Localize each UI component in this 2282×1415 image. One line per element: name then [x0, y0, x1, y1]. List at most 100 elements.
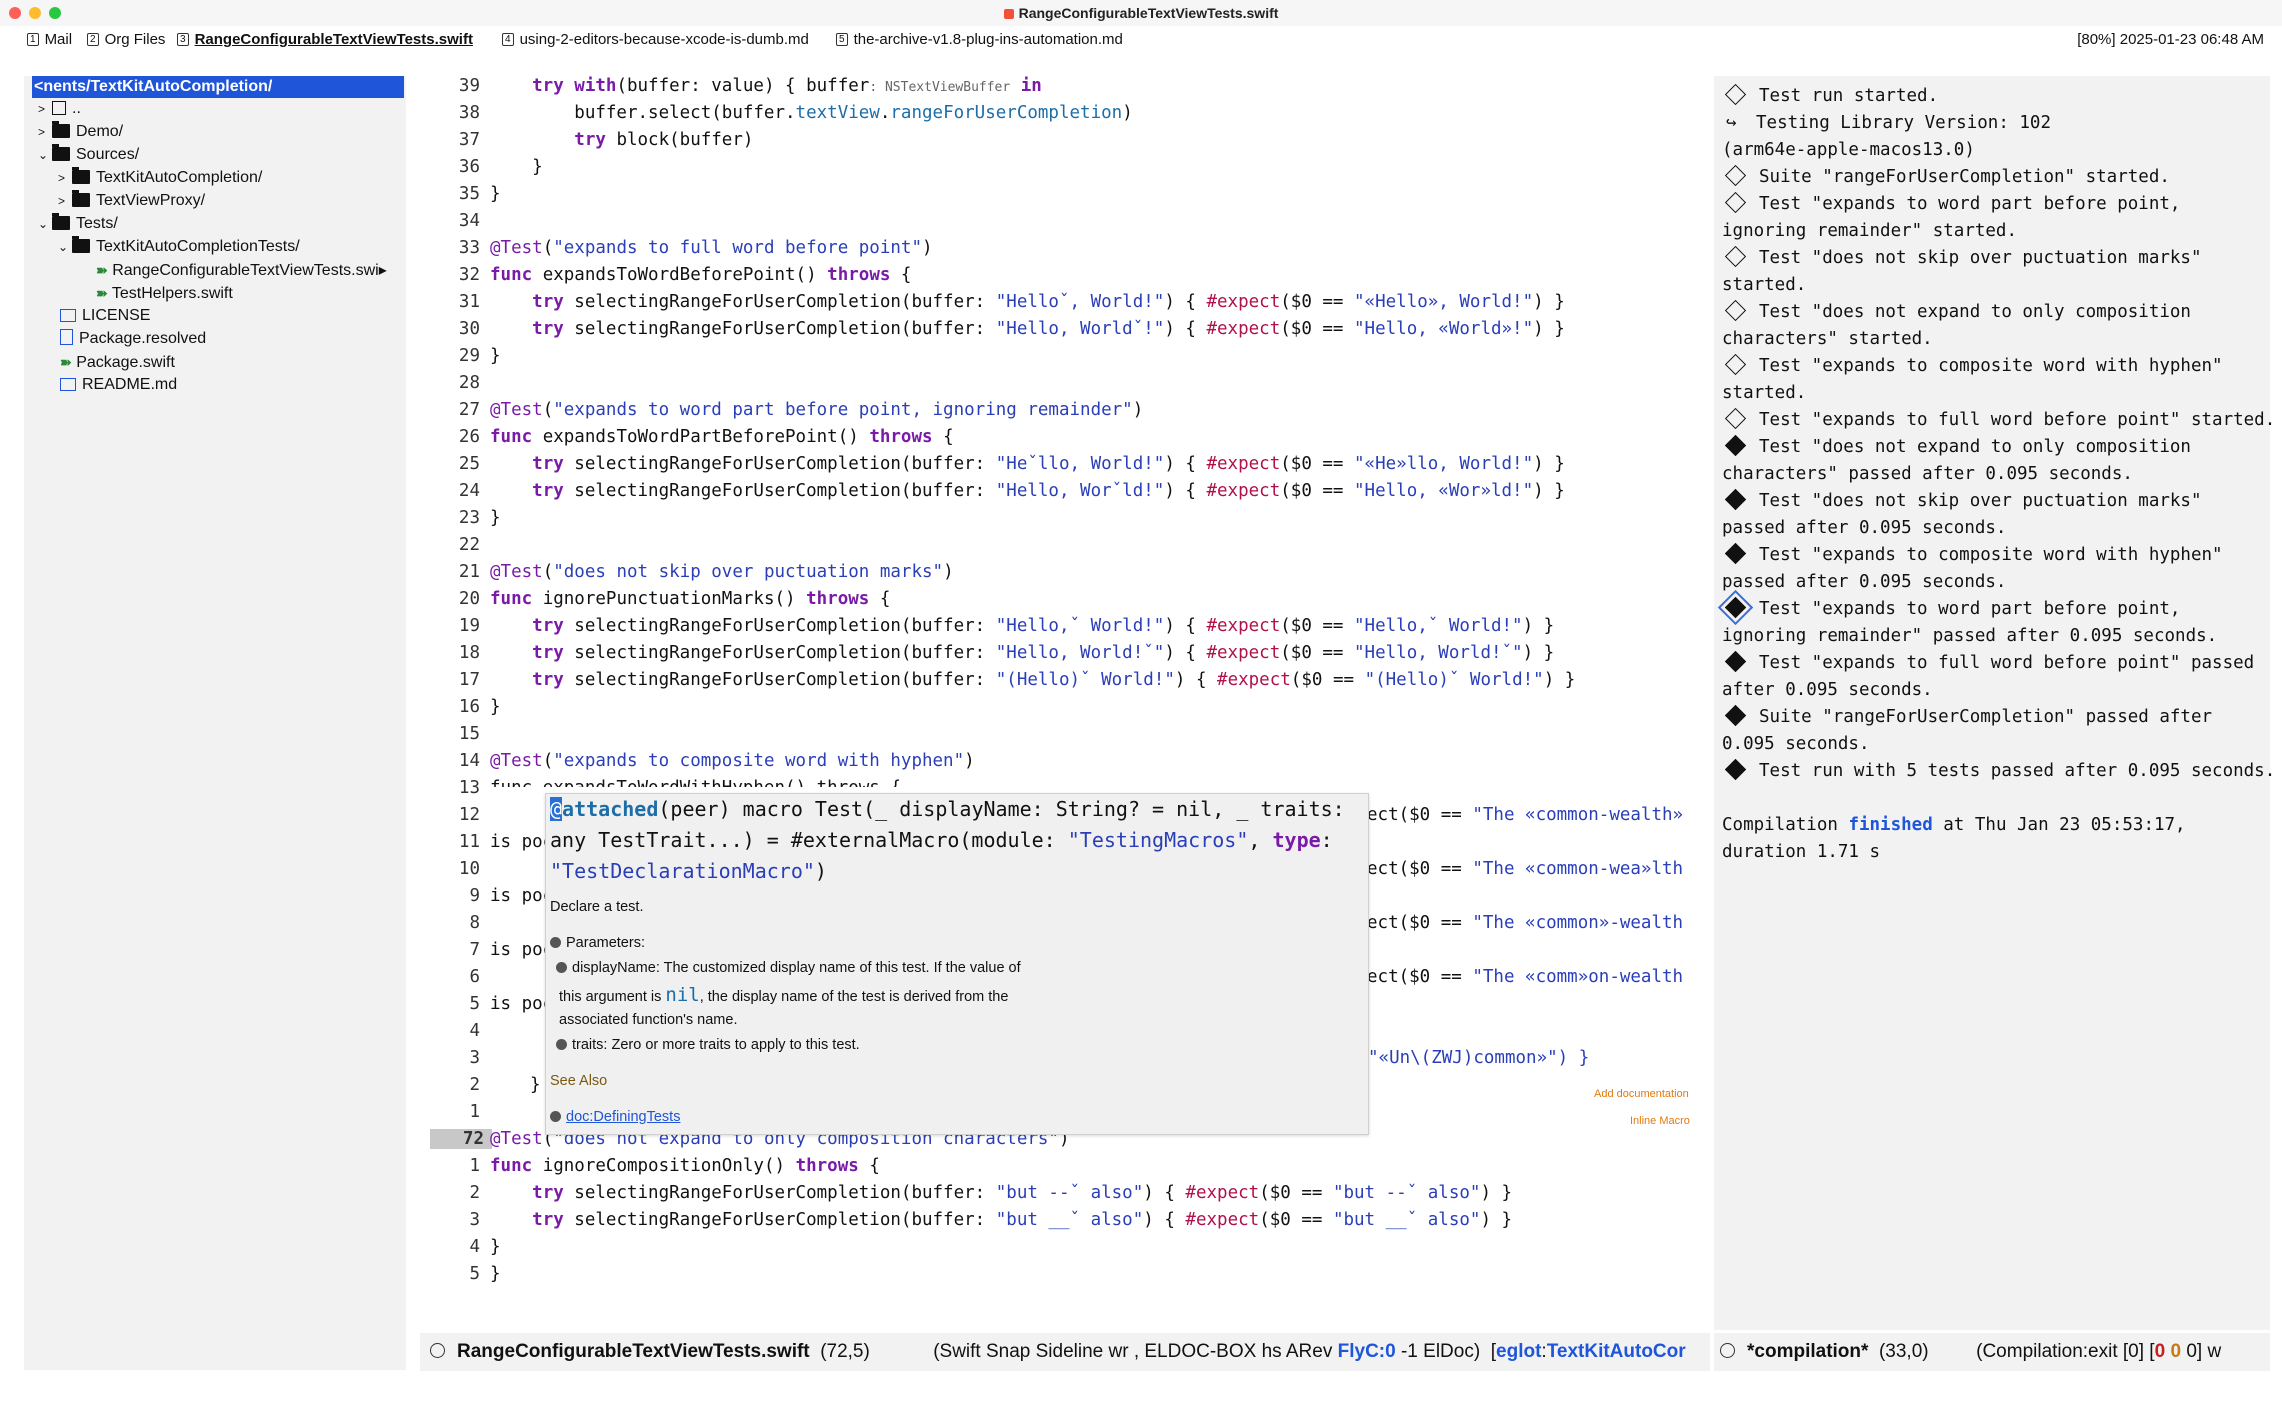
- output-text: characters" passed after 0.095 seconds.: [1722, 464, 2133, 484]
- line-number: 37: [458, 130, 480, 150]
- tree-item-tests[interactable]: ⌄Tests/: [38, 213, 118, 235]
- line-number: 19: [458, 616, 480, 636]
- computer-icon: [52, 101, 66, 115]
- code-line: }: [490, 346, 501, 366]
- modeline-position: (33,0): [1878, 1341, 1929, 1362]
- bullet-icon: [556, 962, 567, 973]
- tree-root-path[interactable]: <nents/TextKitAutoCompletion/: [32, 76, 404, 98]
- test-started-icon: [1724, 245, 1747, 268]
- documentation-popup[interactable]: @attached(peer) macro Test(_ displayName…: [545, 793, 1369, 1135]
- tree-item-parent[interactable]: >..: [38, 98, 81, 120]
- current-line-number: 72: [430, 1129, 492, 1149]
- zoom-window-button[interactable]: [49, 7, 61, 19]
- tree-item-textkit-tests[interactable]: ⌄TextKitAutoCompletionTests/: [58, 236, 300, 258]
- tree-item-range-tests-file[interactable]: ➽ RangeConfigurableTextViewTests.swi▸: [96, 262, 387, 279]
- code-line: try with(buffer: value) { buffer: NSText…: [490, 76, 1042, 96]
- output-line: Test "expands to full word before point"…: [1722, 650, 2255, 673]
- line-number: 22: [458, 535, 480, 555]
- window-titlebar: RangeConfigurableTextViewTests.swift: [0, 0, 2282, 26]
- code-fragment: is poc: [490, 994, 554, 1014]
- output-text: (arm64e-apple-macos13.0): [1722, 140, 1975, 160]
- output-text: Test run with 5 tests passed after 0.095…: [1759, 761, 2276, 781]
- line-number: 7: [469, 940, 480, 960]
- output-text: Test "expands to full word before point"…: [1759, 653, 2255, 673]
- output-text: Test "expands to word part before point,: [1759, 194, 2181, 214]
- line-number: 3: [469, 1048, 480, 1068]
- tree-item-sources[interactable]: ⌄Sources/: [38, 144, 139, 166]
- swift-file-icon: [1003, 9, 1014, 19]
- modeline-modes[interactable]: (Swift Snap Sideline wr , ELDOC-BOX hs A…: [933, 1341, 1338, 1362]
- eglot-status[interactable]: eglot: [1496, 1341, 1542, 1362]
- line-number: 32: [458, 265, 480, 285]
- output-line: Suite "rangeForUserCompletion" started.: [1722, 164, 2170, 187]
- add-documentation-hint[interactable]: Add documentation: [1594, 1088, 1689, 1100]
- output-line: Test "expands to composite word with hyp…: [1722, 542, 2223, 565]
- flycheck-status[interactable]: FlyC:0: [1337, 1341, 1396, 1362]
- code-fragment: is poc: [490, 832, 554, 852]
- folder-icon: [52, 144, 70, 161]
- code-line: func expandsToWordBeforePoint() throws {: [490, 265, 912, 285]
- tree-item-package-swift[interactable]: ➽ Package.swift: [60, 354, 175, 371]
- line-number: 34: [458, 211, 480, 231]
- line-number: 35: [458, 184, 480, 204]
- code-line: try selectingRangeForUserCompletion(buff…: [532, 670, 1576, 690]
- swift-file-icon: ➽: [60, 354, 72, 370]
- test-started-icon: [1724, 83, 1747, 106]
- compilation-exit-status: (Compilation:exit [0] [: [1976, 1341, 2155, 1362]
- folder-icon: [72, 167, 90, 184]
- output-line: Test "does not expand to only compositio…: [1722, 434, 2191, 457]
- tree-item-readme[interactable]: README.md: [60, 374, 177, 396]
- output-line: started.: [1722, 383, 1806, 403]
- compilation-duration-line: duration 1.71 s: [1722, 842, 1881, 862]
- code-fragment: is poc: [490, 886, 554, 906]
- bullet-icon: [550, 1111, 561, 1122]
- close-window-button[interactable]: [9, 7, 21, 19]
- line-number: 4: [469, 1237, 480, 1257]
- output-text: Testing Library Version: 102: [1756, 113, 2052, 133]
- tree-item-demo[interactable]: >Demo/: [38, 121, 123, 143]
- output-line: characters" started.: [1722, 329, 1933, 349]
- code-fragment: ect($0 == "The «comm»on-wealth: [1367, 967, 1684, 987]
- tree-item-package-resolved[interactable]: Package.resolved: [60, 328, 206, 350]
- code-line: }: [490, 508, 501, 528]
- tree-item-license[interactable]: LICENSE: [60, 305, 150, 327]
- test-passed-icon: [1724, 434, 1747, 457]
- minimize-window-button[interactable]: [29, 7, 41, 19]
- parameters-heading: Parameters:: [550, 935, 645, 951]
- doc-link[interactable]: doc:DefiningTests: [566, 1109, 681, 1125]
- tree-item-textviewproxy[interactable]: >TextViewProxy/: [58, 190, 205, 212]
- declare-text: Declare a test.: [550, 899, 644, 915]
- code-line: try block(buffer): [574, 130, 754, 150]
- output-text: 0.095 seconds.: [1722, 734, 1870, 754]
- code-line: func ignorePunctuationMarks() throws {: [490, 589, 891, 609]
- line-number: 21: [458, 562, 480, 582]
- output-line: 0.095 seconds.: [1722, 734, 1870, 754]
- code-line: try selectingRangeForUserCompletion(buff…: [532, 292, 1565, 312]
- code-fragment: }: [530, 1075, 541, 1095]
- editor-modeline: RangeConfigurableTextViewTests.swift (72…: [420, 1333, 1710, 1371]
- battery-clock: [80%] 2025-01-23 06:48 AM: [2077, 31, 2264, 48]
- line-number: 16: [458, 697, 480, 717]
- swift-file-icon: ➽: [96, 262, 108, 278]
- line-number: 39: [458, 76, 480, 96]
- tree-item-test-helpers[interactable]: ➽ TestHelpers.swift: [96, 285, 233, 302]
- inline-macro-hint[interactable]: Inline Macro: [1630, 1115, 1690, 1127]
- chevron-right-icon: >: [38, 125, 46, 139]
- output-text: characters" started.: [1722, 329, 1933, 349]
- return-arrow-icon: ↪: [1726, 113, 1737, 133]
- compilation-output-pane[interactable]: Test run started.↪Testing Library Versio…: [1714, 76, 2275, 1330]
- output-line: Test run with 5 tests passed after 0.095…: [1722, 758, 2276, 781]
- output-line: Test "does not skip over puctuation mark…: [1722, 488, 2202, 511]
- tree-item-textkit-autocompletion[interactable]: >TextKitAutoCompletion/: [58, 167, 262, 189]
- chevron-right-icon: >: [58, 194, 66, 208]
- line-number: 10: [458, 859, 480, 879]
- line-number: 14: [458, 751, 480, 771]
- line-number: 24: [458, 481, 480, 501]
